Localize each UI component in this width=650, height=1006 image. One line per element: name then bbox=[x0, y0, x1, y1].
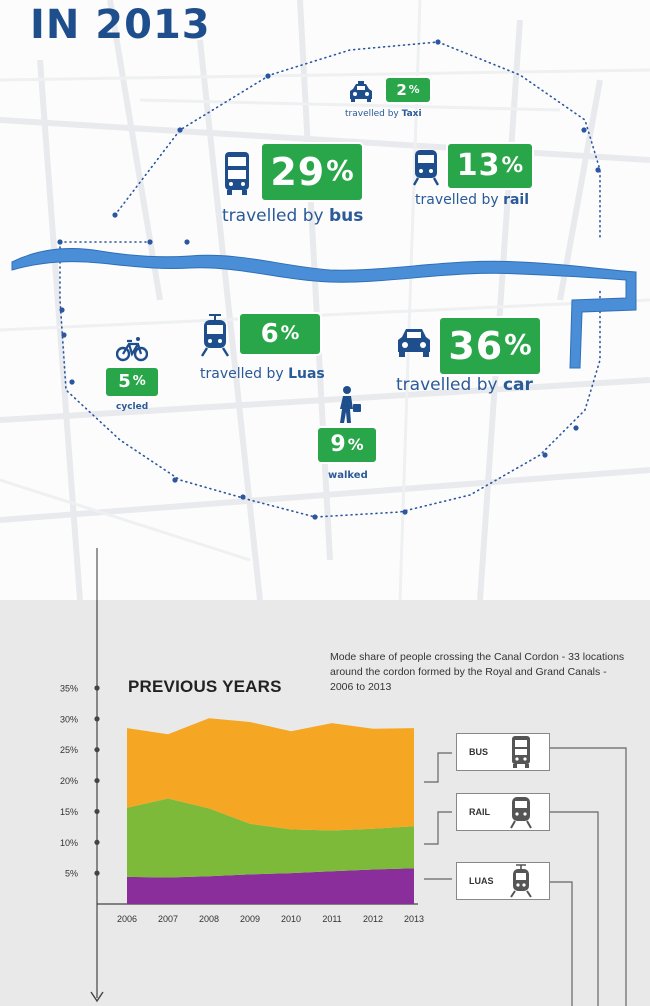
tram-icon bbox=[510, 864, 532, 898]
cycle-value: 5 bbox=[118, 371, 132, 392]
luas-caption: travelled by Luas bbox=[200, 366, 325, 382]
y-tick-label: 20% bbox=[60, 776, 78, 786]
y-tick-label: 10% bbox=[60, 838, 78, 848]
car-percentage: 36% bbox=[440, 318, 540, 374]
taxi-caption-prefix: travelled by bbox=[345, 109, 402, 119]
y-tick-dot bbox=[94, 839, 100, 845]
walk-percentage: 9% bbox=[318, 428, 376, 462]
x-tick-label: 2008 bbox=[199, 914, 219, 924]
luas-caption-prefix: travelled by bbox=[200, 366, 289, 382]
bus-value: 29 bbox=[270, 150, 326, 194]
car-unit: % bbox=[504, 330, 532, 362]
area-chart: 35% 30% 25% 20% 15% 10% 5% 2006 2007 2008 2009 201… bbox=[60, 600, 627, 1006]
rail-caption-mode: rail bbox=[503, 192, 530, 208]
car-icon bbox=[398, 329, 430, 357]
cycle-caption: cycled bbox=[116, 402, 149, 412]
luas-caption-mode: Luas bbox=[288, 366, 325, 382]
y-tick-label: 30% bbox=[60, 714, 78, 724]
y-tick-dot bbox=[94, 716, 100, 722]
luas-percentage: 6% bbox=[240, 314, 320, 354]
map-background bbox=[0, 0, 650, 600]
taxi-unit: % bbox=[408, 82, 420, 96]
y-tick-dot bbox=[94, 777, 100, 784]
legend-label: LUAS bbox=[469, 876, 494, 886]
train-icon bbox=[510, 797, 532, 829]
rail-caption-prefix: travelled by bbox=[415, 192, 504, 208]
x-tick-label: 2010 bbox=[281, 914, 301, 924]
x-tick-label: 2013 bbox=[404, 914, 424, 924]
luas-value: 6 bbox=[260, 319, 280, 349]
y-tick-label: 5% bbox=[65, 869, 78, 879]
area-rail bbox=[127, 798, 414, 878]
chart-title: PREVIOUS YEARS bbox=[128, 677, 282, 696]
train-icon bbox=[413, 150, 439, 186]
legend-item-luas: LUAS bbox=[456, 862, 550, 900]
taxi-caption-mode: Taxi bbox=[401, 109, 422, 119]
bus-unit: % bbox=[326, 156, 354, 188]
car-caption-prefix: travelled by bbox=[396, 375, 503, 395]
car-caption-mode: car bbox=[502, 375, 533, 395]
legend-item-rail: RAIL bbox=[456, 793, 550, 831]
area-luas bbox=[127, 868, 414, 904]
car-value: 36 bbox=[448, 324, 504, 368]
y-tick-label: 35% bbox=[60, 684, 78, 694]
bus-caption: travelled by bus bbox=[222, 206, 363, 226]
legend-label: RAIL bbox=[469, 807, 490, 817]
walk-caption: walked bbox=[328, 470, 368, 481]
y-tick-label: 15% bbox=[60, 807, 78, 817]
x-tick-label: 2006 bbox=[117, 914, 137, 924]
taxi-percentage: 2% bbox=[386, 78, 430, 102]
cycle-percentage: 5% bbox=[106, 368, 158, 396]
y-tick-dot bbox=[94, 685, 100, 691]
bus-percentage: 29% bbox=[262, 144, 362, 200]
taxi-caption: travelled by Taxi bbox=[345, 109, 422, 119]
area-bus bbox=[127, 718, 414, 831]
map-section: IN 2013 2% travelled by Taxi 29% travell… bbox=[0, 0, 650, 600]
luas-unit: % bbox=[280, 322, 300, 344]
taxi-value: 2 bbox=[396, 80, 408, 99]
taxi-icon bbox=[350, 81, 372, 102]
bus-caption-mode: bus bbox=[328, 206, 364, 226]
cycle-unit: % bbox=[132, 373, 146, 389]
page-title: IN 2013 bbox=[30, 2, 211, 48]
rail-caption: travelled by rail bbox=[415, 192, 529, 208]
y-tick-dot bbox=[94, 808, 100, 815]
chart-note: Mode share of people crossing the Canal … bbox=[330, 651, 625, 693]
y-tick-label: 25% bbox=[60, 745, 78, 755]
rail-value: 13 bbox=[456, 148, 501, 183]
car-caption: travelled by car bbox=[396, 375, 533, 395]
y-tick-dot bbox=[94, 747, 100, 753]
legend-label: BUS bbox=[469, 747, 489, 757]
tram-icon bbox=[200, 314, 230, 357]
x-tick-label: 2007 bbox=[158, 914, 178, 924]
bicycle-icon bbox=[116, 337, 148, 362]
x-tick-label: 2011 bbox=[322, 914, 341, 924]
walk-value: 9 bbox=[330, 432, 347, 457]
legend-item-bus: BUS bbox=[456, 733, 550, 771]
rail-unit: % bbox=[501, 153, 524, 179]
pedestrian-icon bbox=[340, 386, 361, 423]
y-tick-dot bbox=[94, 870, 100, 876]
rail-percentage: 13% bbox=[448, 144, 532, 188]
x-tick-label: 2009 bbox=[240, 914, 260, 924]
x-tick-label: 2012 bbox=[363, 914, 383, 924]
bus-caption-prefix: travelled by bbox=[222, 206, 329, 226]
bus-icon bbox=[512, 736, 530, 768]
walk-unit: % bbox=[347, 435, 364, 455]
bus-icon bbox=[225, 152, 249, 195]
